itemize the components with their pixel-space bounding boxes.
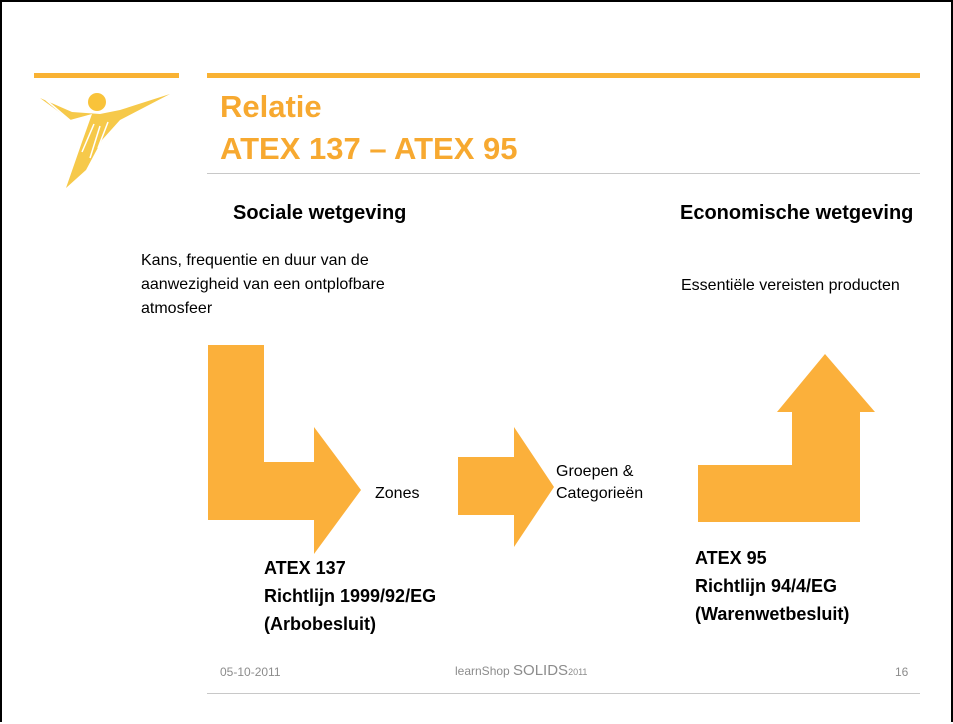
atex-137-line-3: (Arbobesluit) <box>264 614 376 634</box>
groups-label: Groepen & Categorieën <box>556 461 643 505</box>
title-line-1: Relatie <box>220 89 322 124</box>
footer-brand-prefix: learnShop <box>455 664 514 678</box>
page-title: Relatie ATEX 137 – ATEX 95 <box>220 86 518 170</box>
zones-label: Zones <box>375 485 420 502</box>
atex-95-line-1: ATEX 95 <box>695 548 767 568</box>
footer-rule <box>207 693 920 694</box>
title-line-2: ATEX 137 – ATEX 95 <box>220 131 518 166</box>
footer-brand-main: SOLIDS <box>513 662 569 679</box>
l-shaped-arrow <box>208 345 361 554</box>
groups-label-line-1: Groepen & <box>556 463 634 480</box>
left-description-line-2: aanwezigheid van een ontplofbare <box>141 276 385 293</box>
top-rule-right <box>207 73 920 78</box>
left-description-line-3: atmosfeer <box>141 300 213 317</box>
groups-label-line-2: Categorieën <box>556 485 644 502</box>
up-turn-arrow <box>698 354 875 522</box>
logo-figure <box>40 93 170 188</box>
left-description: Kans, frequentie en duur van de aanwezig… <box>141 249 385 321</box>
left-description-line-1: Kans, frequentie en duur van de <box>141 252 369 269</box>
atex-95-line-2: Richtlijn 94/4/EG <box>695 576 838 596</box>
left-heading: Sociale wetgeving <box>233 202 407 224</box>
right-heading: Economische wetgeving <box>680 202 914 224</box>
atex-95-block: ATEX 95 Richtlijn 94/4/EG (Warenwetbeslu… <box>695 544 849 628</box>
right-description: Essentiële vereisten producten <box>681 277 900 294</box>
top-rule-left <box>34 73 179 78</box>
atex-137-block: ATEX 137 Richtlijn 1999/92/EG (Arbobeslu… <box>264 554 436 638</box>
footer-brand-year: 2011 <box>568 667 588 677</box>
page-number: 16 <box>895 665 909 679</box>
right-arrow <box>458 427 554 547</box>
footer-brand: learnShop SOLIDS2011 <box>455 662 587 679</box>
atex-137-line-1: ATEX 137 <box>264 558 346 578</box>
atex-95-line-3: (Warenwetbesluit) <box>695 604 850 624</box>
footer-date: 05-10-2011 <box>220 665 281 679</box>
title-underline <box>207 173 920 174</box>
atex-137-line-2: Richtlijn 1999/92/EG <box>264 586 437 606</box>
